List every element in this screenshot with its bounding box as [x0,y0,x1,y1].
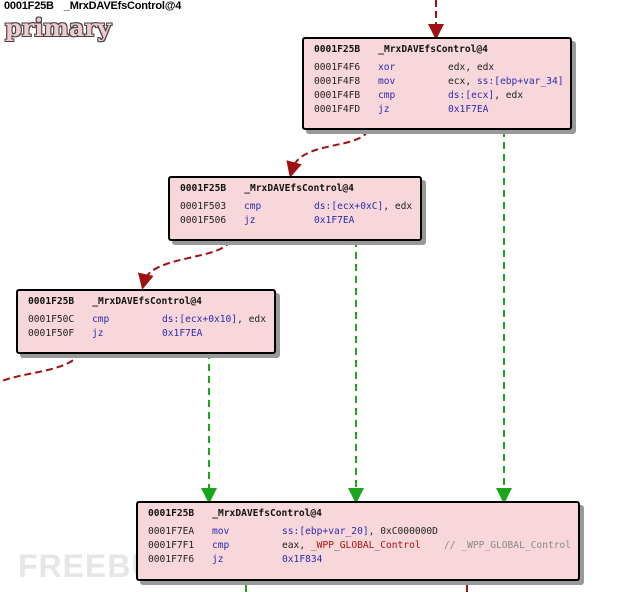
instr-address: 0001F4F8 [314,76,361,87]
instr-operand-mem: ss:[ebp+var_34] [476,76,564,87]
block-title: 0001F25B _MrxDAVEfsControl@4 [304,39,570,58]
instr-mnemonic: cmp [244,201,262,212]
basic-block-3[interactable]: 0001F25B _MrxDAVEfsControl@4 0001F50C cmp… [16,289,276,354]
instr-mnemonic: xor [378,62,396,73]
edge-n2-false [137,239,231,290]
instr-address: 0001F4F6 [314,62,361,73]
instr-mnemonic: cmp [212,540,230,551]
instr-mnemonic: jz [92,328,104,339]
block-address: 0001F25B [148,508,195,519]
instr-address: 0001F7F1 [148,540,195,551]
instr-comment: // _WPP_GLOBAL_Control [444,540,572,551]
block-title: 0001F25B _MrxDAVEfsControl@4 [170,178,420,197]
instr-operands: edx, edx [448,62,495,73]
instr-operand-mem: ss:[ebp+var_20] [282,526,369,537]
block-function-name: _MrxDAVEfsControl@4 [244,183,354,194]
block-function-name: _MrxDAVEfsControl@4 [212,508,322,519]
block-title: 0001F25B _MrxDAVEfsControl@4 [138,503,578,522]
basic-block-2[interactable]: 0001F25B _MrxDAVEfsControl@4 0001F503 cmp… [168,176,422,241]
instr-mnemonic: cmp [378,90,396,101]
instr-operand-reg: , edx [383,201,413,212]
instr-operand-reg: , edx [237,314,266,325]
instr-address: 0001F7F6 [148,554,195,565]
instr-mnemonic: mov [378,76,396,87]
block-function-name: _MrxDAVEfsControl@4 [92,296,202,307]
primary-label: primary [5,13,112,42]
header-function-name: _MrxDAVEfsControl@4 [63,0,182,12]
instr-jump-target[interactable]: 0x1F7EA [448,104,489,115]
instr-address: 0001F4FD [314,104,361,115]
instr-mnemonic: jz [212,554,224,565]
instr-mnemonic: jz [378,104,390,115]
instr-address: 0001F4FB [314,90,361,101]
instr-mnemonic: cmp [92,314,110,325]
instr-operand-mem: ds:[ecx] [448,90,495,101]
instr-operand-reg: ecx, [448,76,477,87]
instr-mnemonic: mov [212,526,230,537]
instr-address: 0001F7EA [148,526,195,537]
block-function-name: _MrxDAVEfsControl@4 [378,44,488,55]
block-title: 0001F25B _MrxDAVEfsControl@4 [18,291,274,310]
function-header: 0001F25B _MrxDAVEfsControl@4 [4,0,191,12]
block-address: 0001F25B [180,183,227,194]
edge-n3-false [0,351,81,383]
instr-operand-symbol[interactable]: _WPP_GLOBAL_Control [310,540,421,551]
instr-operand-mem: ds:[ecx+0x10] [162,314,238,325]
basic-block-1[interactable]: 0001F25B _MrxDAVEfsControl@4 0001F4F6 xor… [302,37,572,130]
instr-operand-reg: , edx [494,90,524,101]
instr-jump-target[interactable]: 0x1F7EA [162,328,203,339]
header-address: 0001F25B [4,0,54,12]
basic-block-4[interactable]: 0001F25B _MrxDAVEfsControl@4 0001F7EA mov… [136,501,580,581]
instr-operand-imm: , 0xC000000D [368,526,438,537]
instr-jump-target[interactable]: 0x1F7EA [314,215,355,226]
instr-operand-mem: ds:[ecx+0xC] [314,201,384,212]
instr-address: 0001F506 [180,215,227,226]
instr-address: 0001F50F [28,328,75,339]
instr-jump-target[interactable]: 0x1F834 [282,554,323,565]
instr-mnemonic: jz [244,215,256,226]
block-address: 0001F25B [314,44,361,55]
block-address: 0001F25B [28,296,75,307]
instr-operand-reg: eax, [282,540,311,551]
instr-address: 0001F503 [180,201,227,212]
instr-address: 0001F50C [28,314,75,325]
edge-n1-false [286,129,369,178]
